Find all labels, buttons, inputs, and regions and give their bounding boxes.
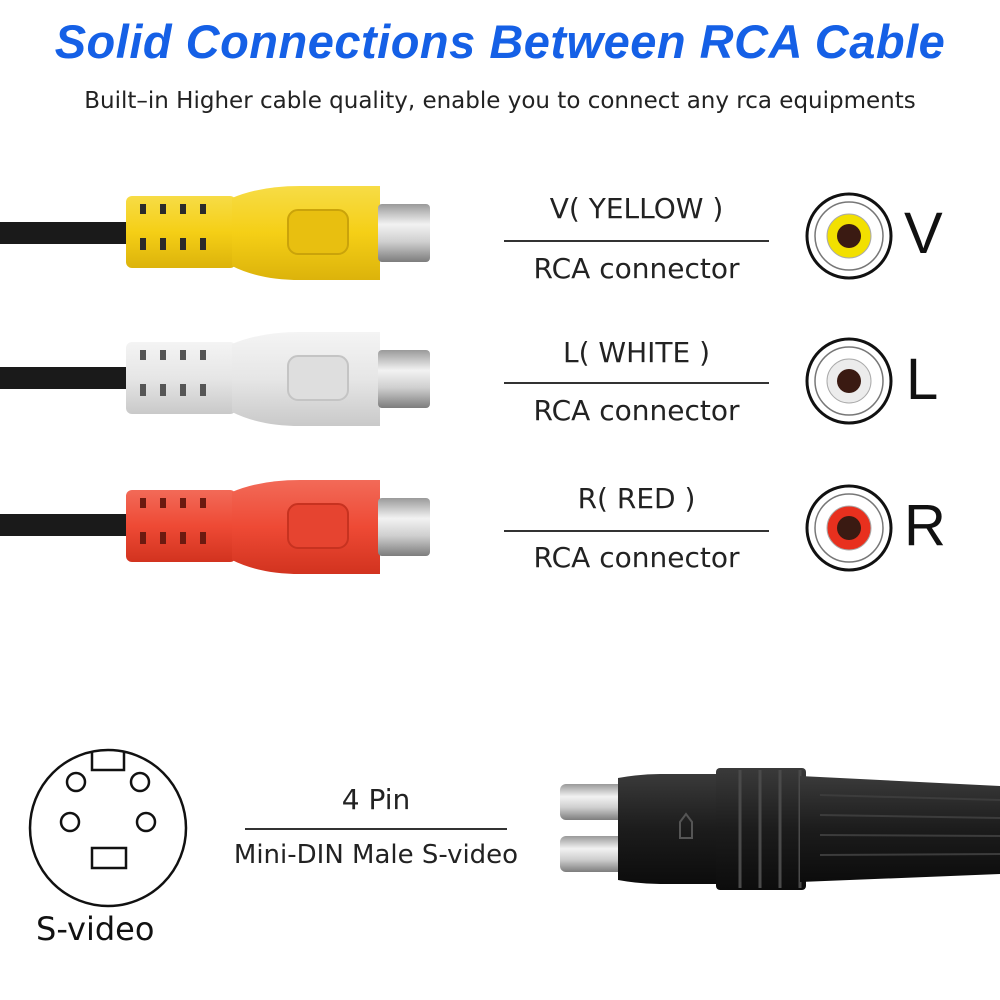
- connector-name-white: L( WHITE ): [562, 336, 711, 369]
- connector-letter-white: L: [906, 347, 939, 412]
- connector-letter-red: R: [904, 493, 946, 558]
- jack-icon-white: [805, 337, 893, 425]
- page-title: Solid Connections Between RCA Cable: [54, 15, 946, 68]
- jack-icon-yellow: [805, 192, 893, 280]
- connector-type-yellow: RCA connector: [533, 252, 740, 285]
- connector-type-red: RCA connector: [533, 541, 740, 574]
- svideo-type: Mini-DIN Male S-video: [233, 840, 519, 870]
- svideo-pin-count: 4 Pin: [341, 783, 411, 816]
- rca-plug-red: [0, 480, 430, 574]
- jack-icon-red: [805, 484, 893, 572]
- svideo-male-plug: [560, 768, 1000, 890]
- svideo-pin-diagram-icon: [28, 748, 188, 908]
- divider-white: [504, 382, 769, 384]
- connector-letter-yellow: V: [904, 201, 943, 266]
- svideo-label: S-video: [36, 910, 155, 948]
- rca-plug-yellow: [0, 186, 430, 280]
- divider-svideo: [245, 828, 507, 830]
- divider-yellow: [504, 240, 769, 242]
- connector-name-red: R( RED ): [577, 482, 696, 515]
- divider-red: [504, 530, 769, 532]
- connector-type-white: RCA connector: [533, 394, 740, 427]
- connector-name-yellow: V( YELLOW ): [549, 192, 724, 225]
- rca-plug-white: [0, 332, 430, 426]
- page-subtitle: Built–in Higher cable quality, enable yo…: [84, 88, 916, 114]
